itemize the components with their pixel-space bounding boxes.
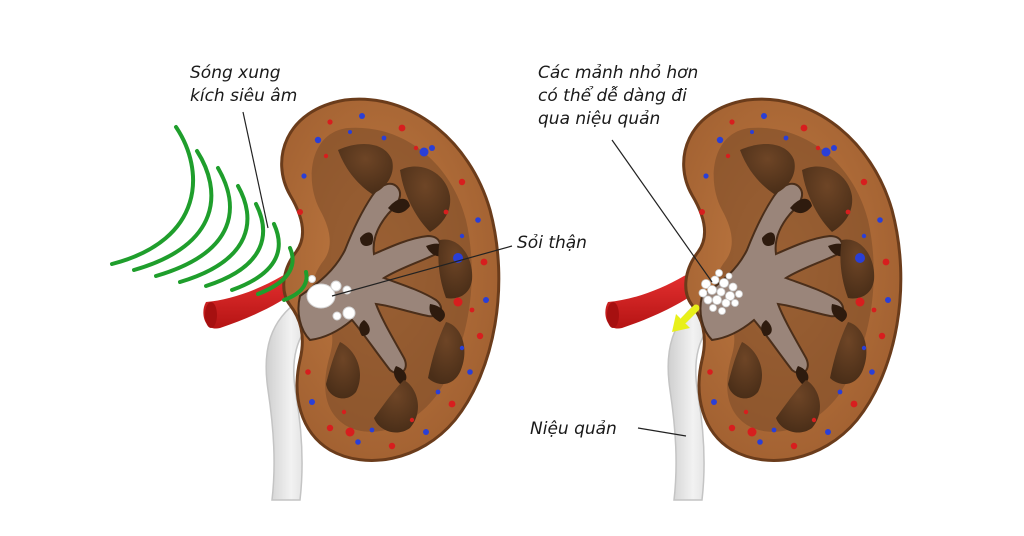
artery-opening-right [607, 302, 619, 328]
kidney-stone [306, 275, 356, 321]
label-fragments: Các mảnh nhỏ hơn có thể dễ dàng đi qua n… [538, 62, 698, 131]
label-fragments-line-2: có thể dễ dàng đi [538, 86, 687, 106]
left-kidney [110, 97, 513, 501]
leader-shock-waves [242, 111, 269, 229]
renal-artery-right [605, 273, 703, 329]
label-fragments-line-1: Các mảnh nhỏ hơn [538, 63, 699, 83]
leader-kidney-stone [331, 245, 513, 297]
leader-fragments [611, 139, 713, 283]
label-shock-waves-line-1: Sóng xung [190, 63, 281, 83]
label-fragments-line-3: qua niệu quản [538, 109, 661, 129]
stone-fragments [698, 269, 743, 315]
label-ureter: Niệu quản [530, 419, 617, 439]
label-kidney-stone: Sỏi thận [517, 233, 587, 253]
ureter-right [667, 299, 720, 501]
label-shock-waves: Sóng xung kích siêu âm [190, 62, 297, 108]
artery-opening-left [205, 302, 217, 328]
label-shock-waves-line-2: kích siêu âm [190, 86, 298, 106]
renal-artery-left [203, 273, 301, 329]
ureter-left [265, 299, 318, 501]
shock-waves [110, 125, 309, 302]
flow-arrow [672, 304, 700, 332]
right-kidney [605, 97, 903, 501]
leader-ureter [637, 427, 687, 437]
